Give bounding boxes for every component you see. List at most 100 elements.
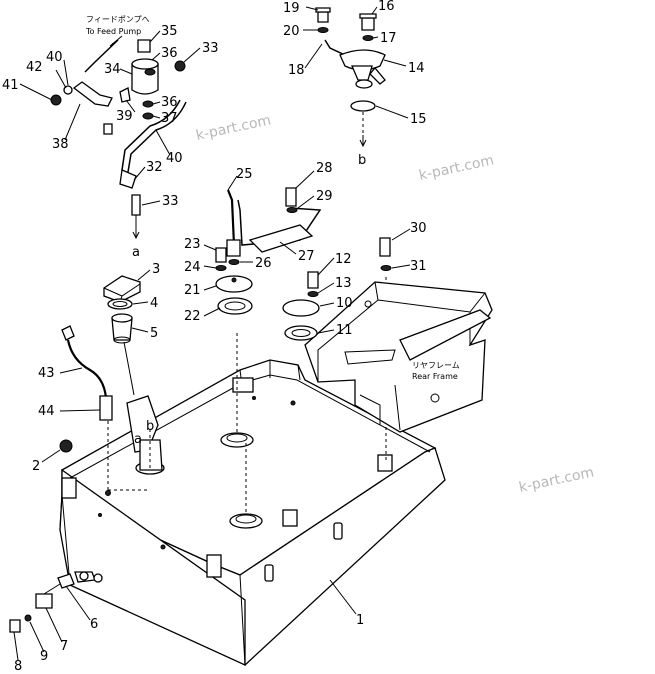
washer-13 — [307, 291, 319, 297]
pipe-40 — [121, 99, 181, 186]
callout-19: 19 — [283, 1, 300, 16]
callout-3: 3 — [152, 262, 160, 277]
bolt-41 — [50, 94, 62, 106]
callout-24: 24 — [184, 260, 201, 275]
leader-lines — [13, 6, 411, 661]
bolt-19 — [315, 7, 331, 13]
feed-pump-jp: フィードポンプへ — [86, 15, 150, 24]
callout-38: 38 — [52, 137, 69, 152]
hose-32 — [119, 169, 137, 189]
watermark-3: k-part.com — [518, 464, 596, 496]
callout-1: 1 — [356, 613, 364, 628]
callout-32: 32 — [146, 160, 163, 175]
callout-6: 6 — [90, 617, 98, 632]
callout-22: 22 — [184, 309, 201, 324]
pipe-to-feed-pump — [84, 39, 119, 73]
callout-11: 11 — [336, 323, 353, 338]
washer-26 — [228, 259, 240, 265]
bolt-30 — [379, 237, 391, 257]
callout-36-top: 36 — [161, 46, 178, 61]
callout-5: 5 — [150, 326, 158, 341]
callout-33-bottom: 33 — [162, 194, 179, 209]
callout-8: 8 — [14, 659, 22, 674]
tank-slot-1 — [264, 564, 274, 582]
bolt-16 — [359, 13, 377, 19]
callout-15: 15 — [410, 112, 427, 127]
callout-35: 35 — [161, 24, 178, 39]
callout-40-bottom: 40 — [166, 151, 183, 166]
callout-34: 34 — [104, 62, 121, 77]
tank-rim — [69, 374, 431, 479]
valve-7 — [35, 593, 53, 609]
callout-40-top: 40 — [46, 50, 63, 65]
watermark-1: k-part.com — [195, 112, 273, 144]
filler-cap-group — [103, 237, 392, 396]
callout-18: 18 — [288, 63, 305, 78]
rear-frame-body — [304, 281, 493, 433]
watermark-2: k-part.com — [418, 152, 496, 184]
gasket-15 — [350, 100, 376, 112]
bracket-front — [206, 554, 222, 578]
tank-opening-rear — [220, 432, 254, 448]
washer-37 — [142, 112, 154, 120]
plug-33-top — [174, 60, 186, 72]
callout-37: 37 — [161, 111, 178, 126]
callout-26: 26 — [255, 256, 272, 271]
callout-36-bottom: 36 — [161, 95, 178, 110]
bolt-35 — [137, 39, 151, 53]
washer-29 — [286, 207, 298, 213]
callout-12: 12 — [335, 252, 352, 267]
callout-20: 20 — [283, 24, 300, 39]
fitting-39 — [119, 87, 131, 103]
callout-33-top: 33 — [202, 41, 219, 56]
fuel-sender-group: b — [315, 7, 386, 168]
tank-corner-edge — [239, 574, 246, 666]
callout-numbers: 1 2 3 4 5 6 7 8 9 10 11 12 13 14 15 16 1… — [2, 0, 427, 674]
hose-43 — [66, 339, 108, 399]
bolt-23 — [215, 247, 227, 263]
arrow-letter-a-top: a — [132, 245, 140, 260]
rear-frame: リヤフレーム Rear Frame — [304, 281, 493, 433]
callout-30: 30 — [410, 221, 427, 236]
washer-36b — [142, 100, 154, 108]
callout-2: 2 — [32, 459, 40, 474]
rear-frame-arm — [399, 309, 492, 361]
cap-3 — [103, 275, 141, 303]
feed-pump-en: To Feed Pump — [85, 27, 141, 36]
plate-21 — [215, 275, 253, 293]
bolt-12 — [307, 271, 319, 289]
tank-edge — [61, 494, 71, 586]
callout-13: 13 — [335, 276, 352, 291]
plate-10 — [282, 299, 320, 317]
callout-44: 44 — [38, 404, 55, 419]
callout-25: 25 — [236, 167, 253, 182]
drain-valve-group — [9, 573, 75, 633]
washer-36a — [144, 68, 156, 76]
callout-42: 42 — [26, 60, 43, 75]
washer-24 — [215, 265, 227, 271]
washer-17 — [362, 35, 374, 41]
arrow-letter-b-top: b — [358, 153, 366, 168]
sender-14 — [339, 49, 386, 71]
callout-7: 7 — [60, 639, 68, 654]
arrow-letter-a-bottom: a — [134, 432, 142, 447]
bracket-mid — [282, 509, 298, 527]
breather-group — [226, 187, 322, 265]
washer-20 — [317, 27, 329, 33]
callout-23: 23 — [184, 237, 201, 252]
washer-9 — [24, 614, 32, 622]
rear-frame-jp: リヤフレーム — [412, 361, 460, 370]
bracket-right — [377, 454, 393, 472]
bracket-rear — [232, 377, 254, 393]
rear-frame-en: Rear Frame — [412, 372, 458, 381]
breather-pipe-25 — [226, 189, 236, 246]
reference-dashed-lines — [107, 275, 387, 512]
tank-opening-front — [229, 513, 263, 529]
callout-9: 9 — [40, 649, 48, 664]
plug-2 — [59, 439, 73, 453]
callout-39: 39 — [116, 109, 133, 124]
clamp-27 — [248, 224, 314, 253]
callout-27: 27 — [298, 249, 315, 264]
callout-10: 10 — [336, 296, 353, 311]
